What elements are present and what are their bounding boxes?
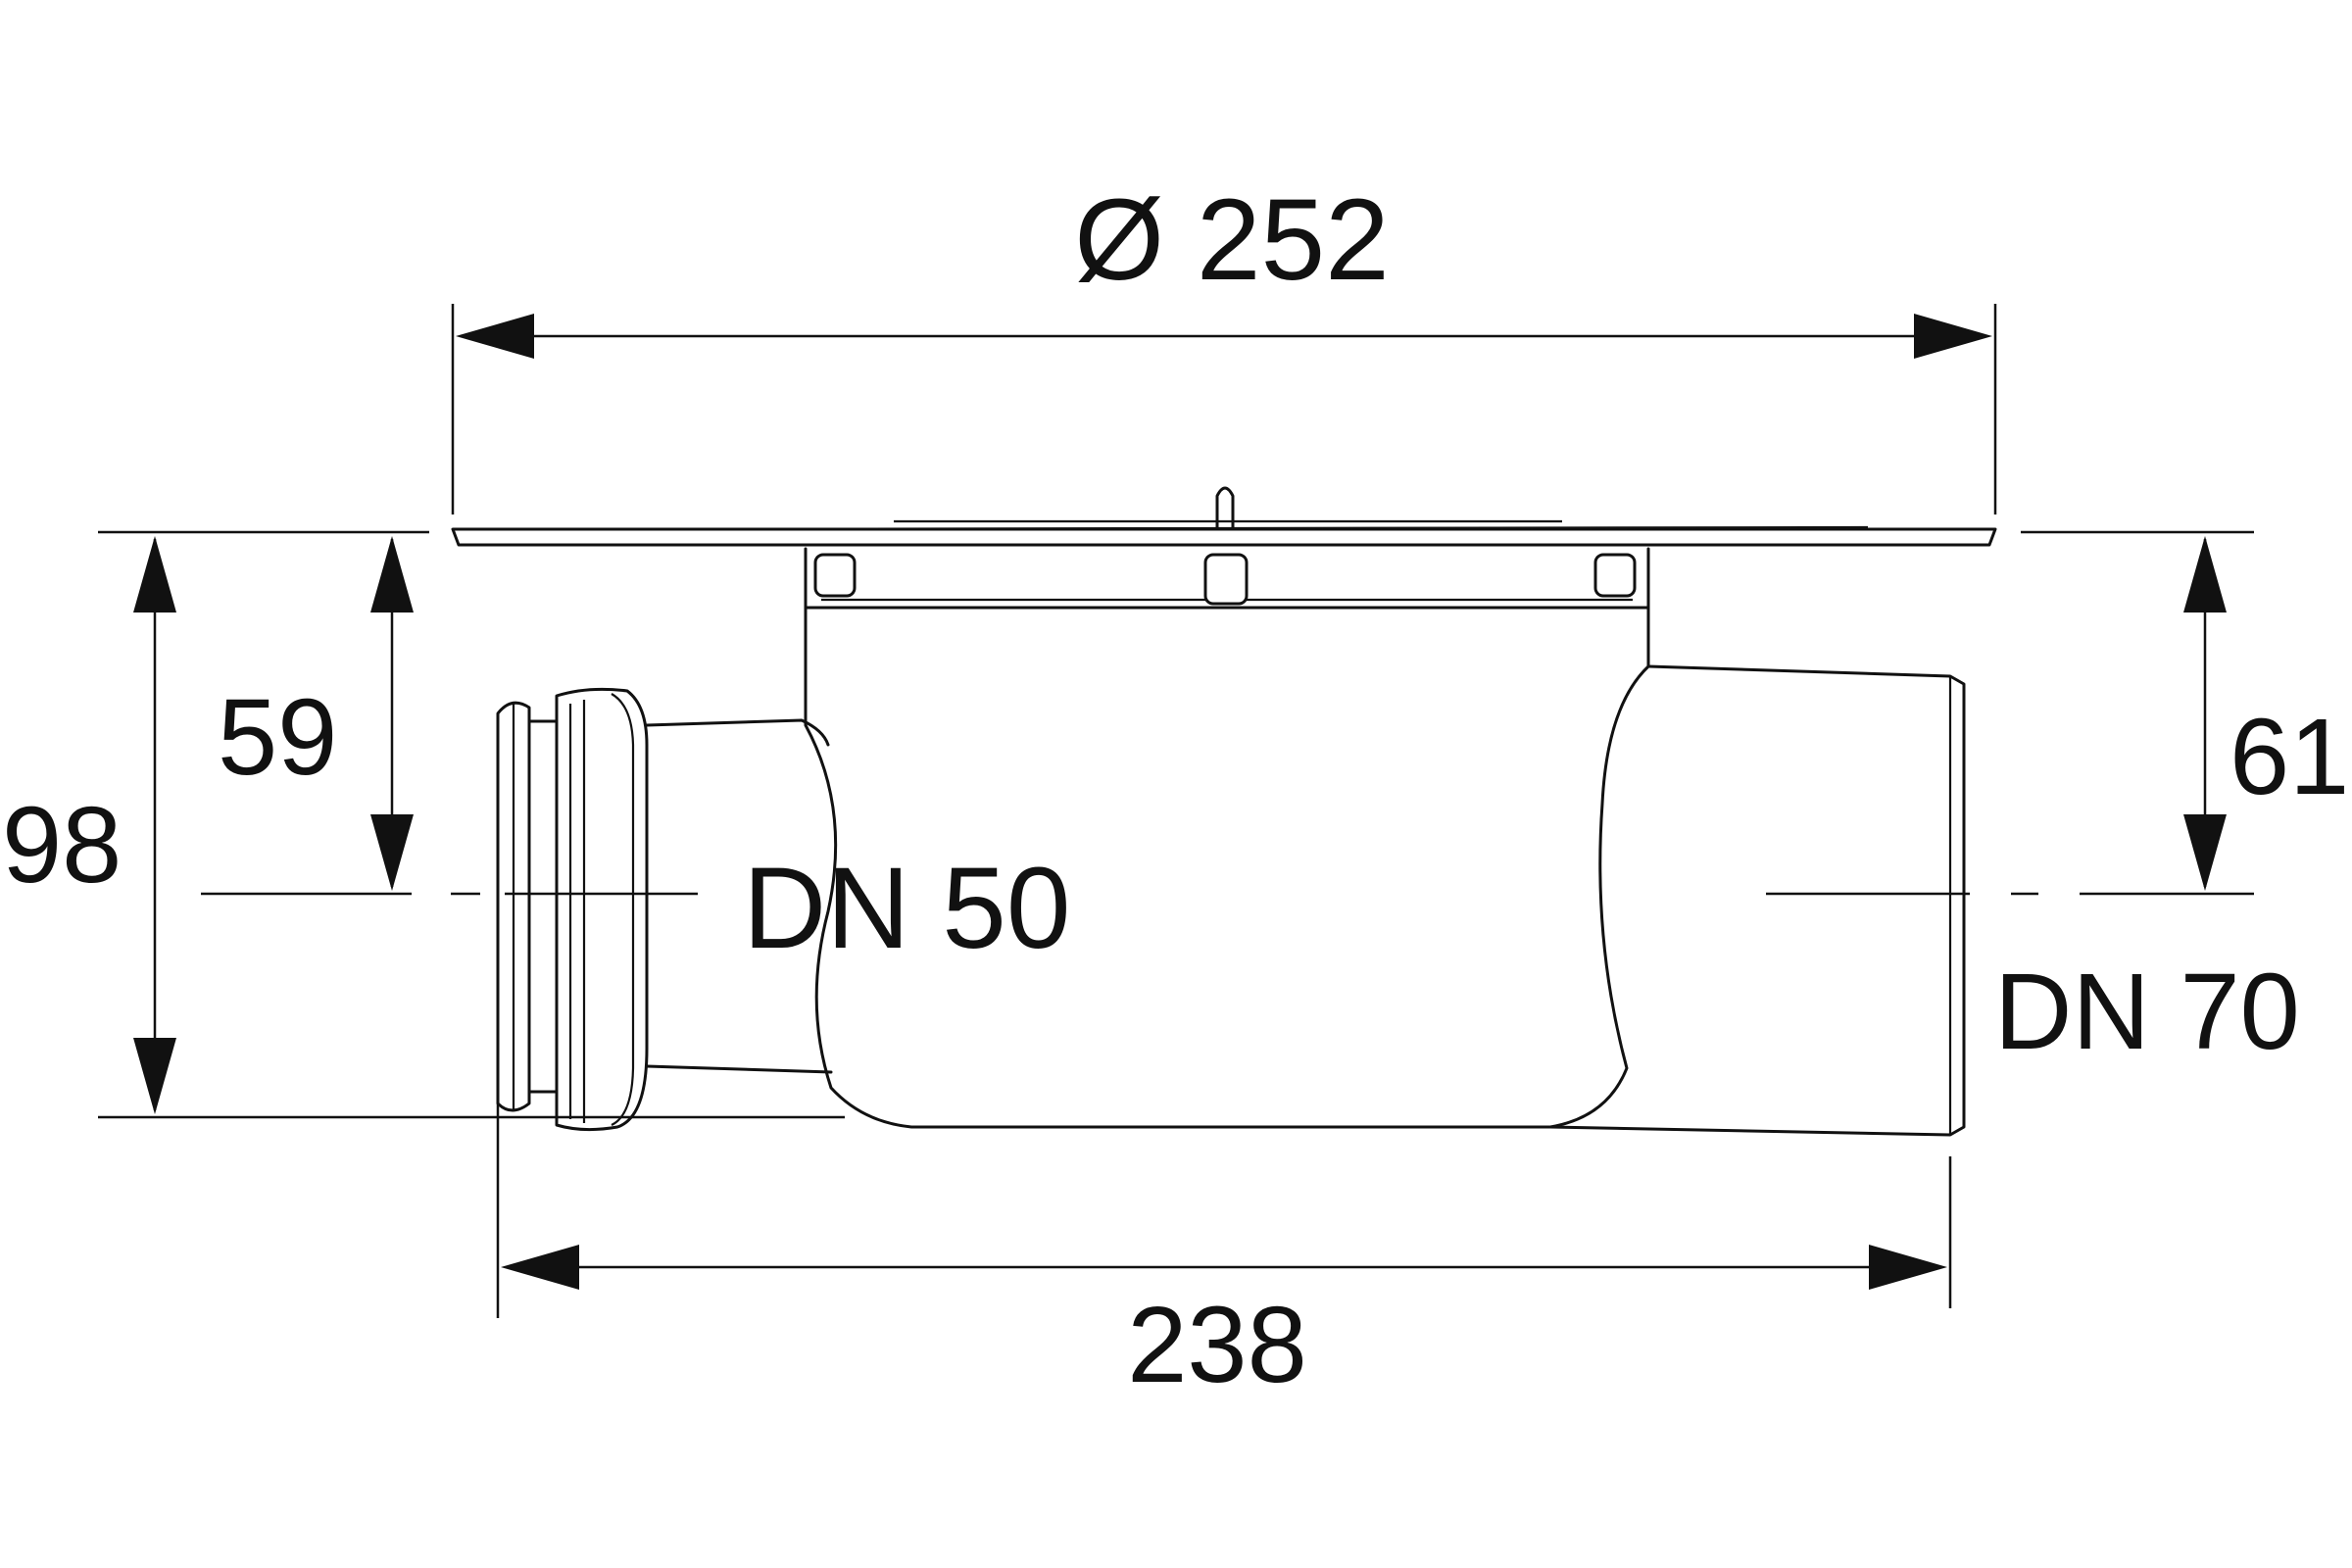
arrowhead-left xyxy=(456,314,534,359)
arrowhead-right xyxy=(1914,314,1992,359)
mounting-lug-right xyxy=(1593,553,1637,598)
label-dn50: DN 50 xyxy=(743,844,1070,973)
mounting-lug-center xyxy=(1203,553,1249,606)
dimension-label-dn70-height: 61 xyxy=(2230,697,2349,817)
inlet-dn50 xyxy=(496,687,833,1132)
reference-lines xyxy=(98,530,2254,1119)
arrowhead-left xyxy=(501,1245,579,1290)
dimension-outlet-height-dn70: 61 xyxy=(2183,536,2349,891)
arrowhead-top xyxy=(2183,536,2227,612)
dimension-bottom-width: 238 xyxy=(496,1098,1952,1405)
dimension-outlet-height-dn50: 59 xyxy=(218,536,414,891)
arrowhead-bottom xyxy=(2183,814,2227,891)
dimension-label-top-width: Ø 252 xyxy=(1074,175,1389,305)
drain-body xyxy=(804,547,1650,1129)
arrowhead-bottom xyxy=(370,814,414,891)
arrowhead-top xyxy=(133,536,176,612)
dimension-label-bottom-width: 238 xyxy=(1127,1285,1307,1405)
arrowhead-right xyxy=(1869,1245,1947,1290)
seal-collar xyxy=(555,687,649,1132)
cover-plate xyxy=(451,486,1997,547)
dimension-label-dn50-height: 59 xyxy=(218,677,337,798)
label-dn70: DN 70 xyxy=(1994,952,2300,1072)
mounting-lug-left xyxy=(813,553,857,598)
arrowhead-bottom xyxy=(133,1038,176,1114)
dimension-top-width: Ø 252 xyxy=(451,175,1997,514)
dimension-total-height: 98 xyxy=(2,536,176,1114)
arrowhead-top xyxy=(370,536,414,612)
outlet-dn70 xyxy=(1548,664,1966,1137)
dimension-label-total-height: 98 xyxy=(2,785,122,906)
